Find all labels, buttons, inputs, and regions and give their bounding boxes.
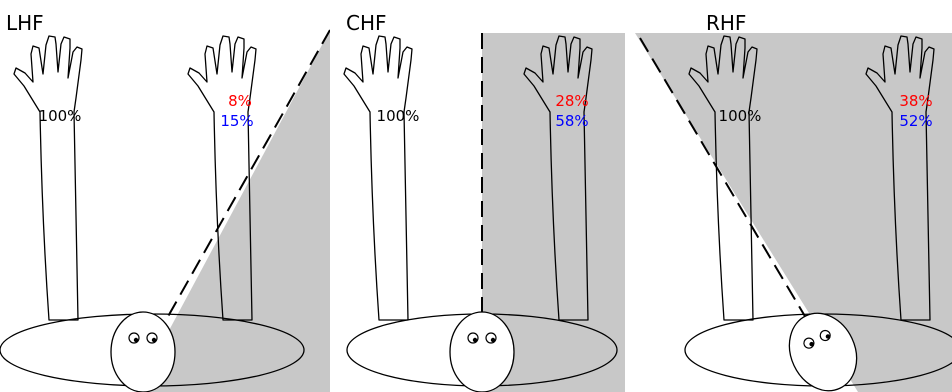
panel-title: LHF: [6, 11, 44, 35]
left-arm: [344, 36, 412, 320]
panel-rhf: RHF 100% 38% 52%: [635, 11, 952, 392]
left-hand-percent: 100%: [377, 107, 420, 125]
right-hand-red-percent: 28%: [555, 92, 588, 110]
head: [111, 312, 175, 392]
panel-title: RHF: [706, 11, 746, 35]
left-hand-percent: 100%: [719, 107, 762, 125]
right-hand-blue-percent: 58%: [555, 112, 588, 130]
head: [450, 312, 514, 392]
panel-chf: CHF 100% 28% 58%: [344, 11, 625, 392]
right-hand-red-percent: 38%: [899, 92, 932, 110]
left-hand-percent: 100%: [39, 107, 82, 125]
right-hand-blue-percent: 52%: [899, 112, 932, 130]
panel-lhf: LHF 100% 8% 15%: [0, 11, 330, 392]
left-arm: [14, 36, 82, 320]
right-hand-blue-percent: 15%: [220, 112, 253, 130]
panel-title: CHF: [346, 11, 387, 35]
right-hand-red-percent: 8%: [228, 92, 252, 110]
